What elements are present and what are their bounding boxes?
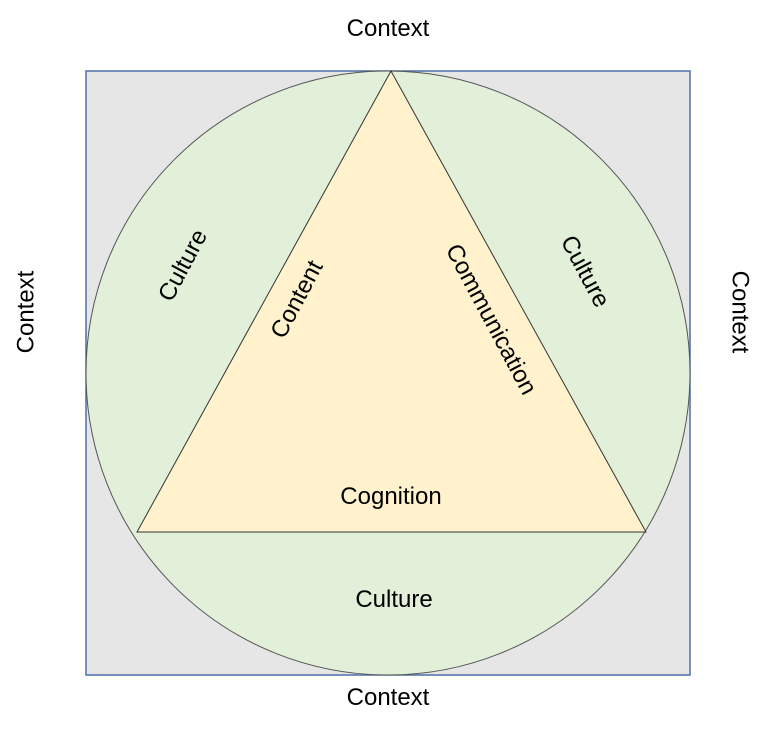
context-label-bottom: Context xyxy=(347,684,430,711)
context-label-top: Context xyxy=(347,15,430,42)
context-label-left: Context xyxy=(12,270,39,353)
context-label-right: Context xyxy=(727,271,754,354)
cognition-label: Cognition xyxy=(340,483,441,510)
core-triangle xyxy=(136,69,647,533)
culture-label-bottom: Culture xyxy=(355,586,432,613)
